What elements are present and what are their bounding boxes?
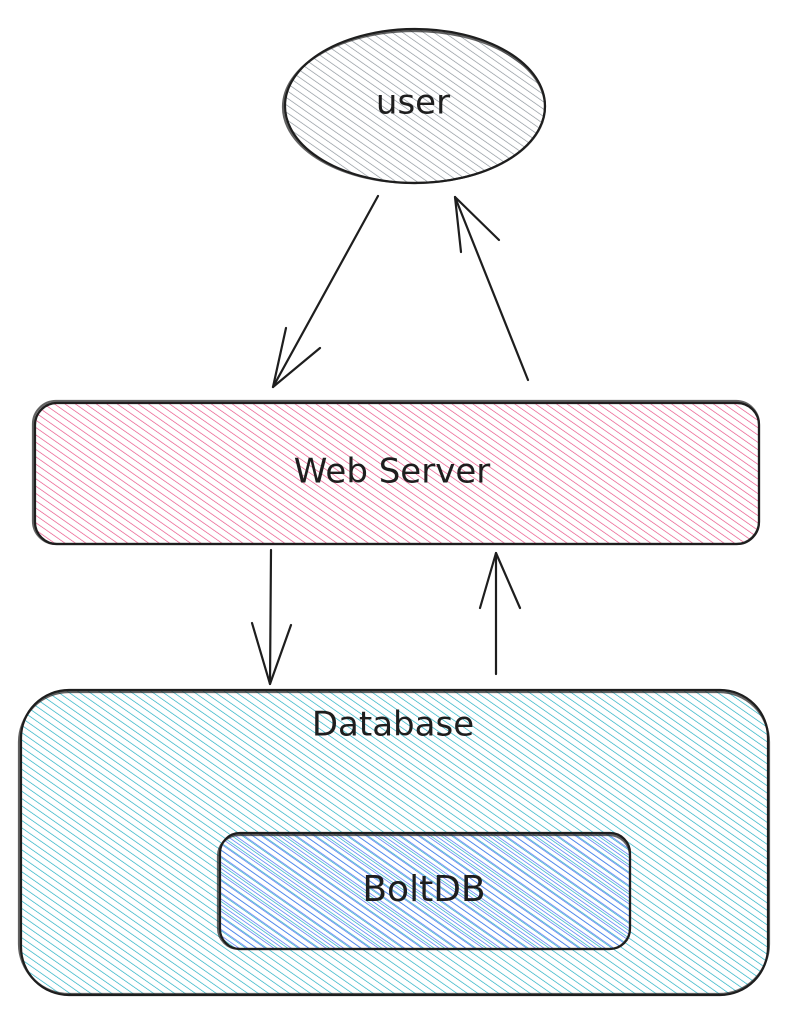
- web-server-box-fill: [35, 403, 759, 544]
- arrow-web-server-to-user-head: [453, 195, 501, 254]
- arrow-web-server-to-database: [250, 548, 293, 686]
- web-server-node[interactable]: Web Server: [31, 399, 761, 546]
- user-ellipse-sketch-stroke: [281, 29, 547, 185]
- database-box-sketch-stroke: [17, 690, 771, 996]
- web-server-box-sketch-stroke: [31, 399, 761, 546]
- web-server-label: Web Server: [294, 452, 490, 492]
- arrow-database-to-web-server-head: [478, 551, 522, 610]
- boltdb-box-sketch-stroke: [216, 833, 632, 951]
- arrow-web-server-to-user-shaft: [453, 195, 530, 382]
- user-label: user: [376, 83, 450, 123]
- arrow-web-server-to-user: [453, 195, 530, 382]
- arrow-web-server-to-database-head: [250, 621, 293, 686]
- arrow-user-to-web-server-shaft: [271, 194, 380, 389]
- arrow-user-to-web-server-head: [271, 326, 322, 389]
- arrow-web-server-to-database-shaft: [268, 548, 273, 686]
- database-label: Database: [312, 705, 474, 745]
- boltdb-label: BoltDB: [362, 869, 485, 910]
- arrow-user-to-web-server: [271, 194, 380, 389]
- arrow-database-to-web-server: [478, 551, 522, 676]
- boltdb-node[interactable]: BoltDB: [216, 831, 632, 951]
- user-node[interactable]: user: [281, 27, 547, 185]
- boltdb-box-fill: [220, 833, 630, 949]
- user-ellipse-fill: [285, 29, 545, 183]
